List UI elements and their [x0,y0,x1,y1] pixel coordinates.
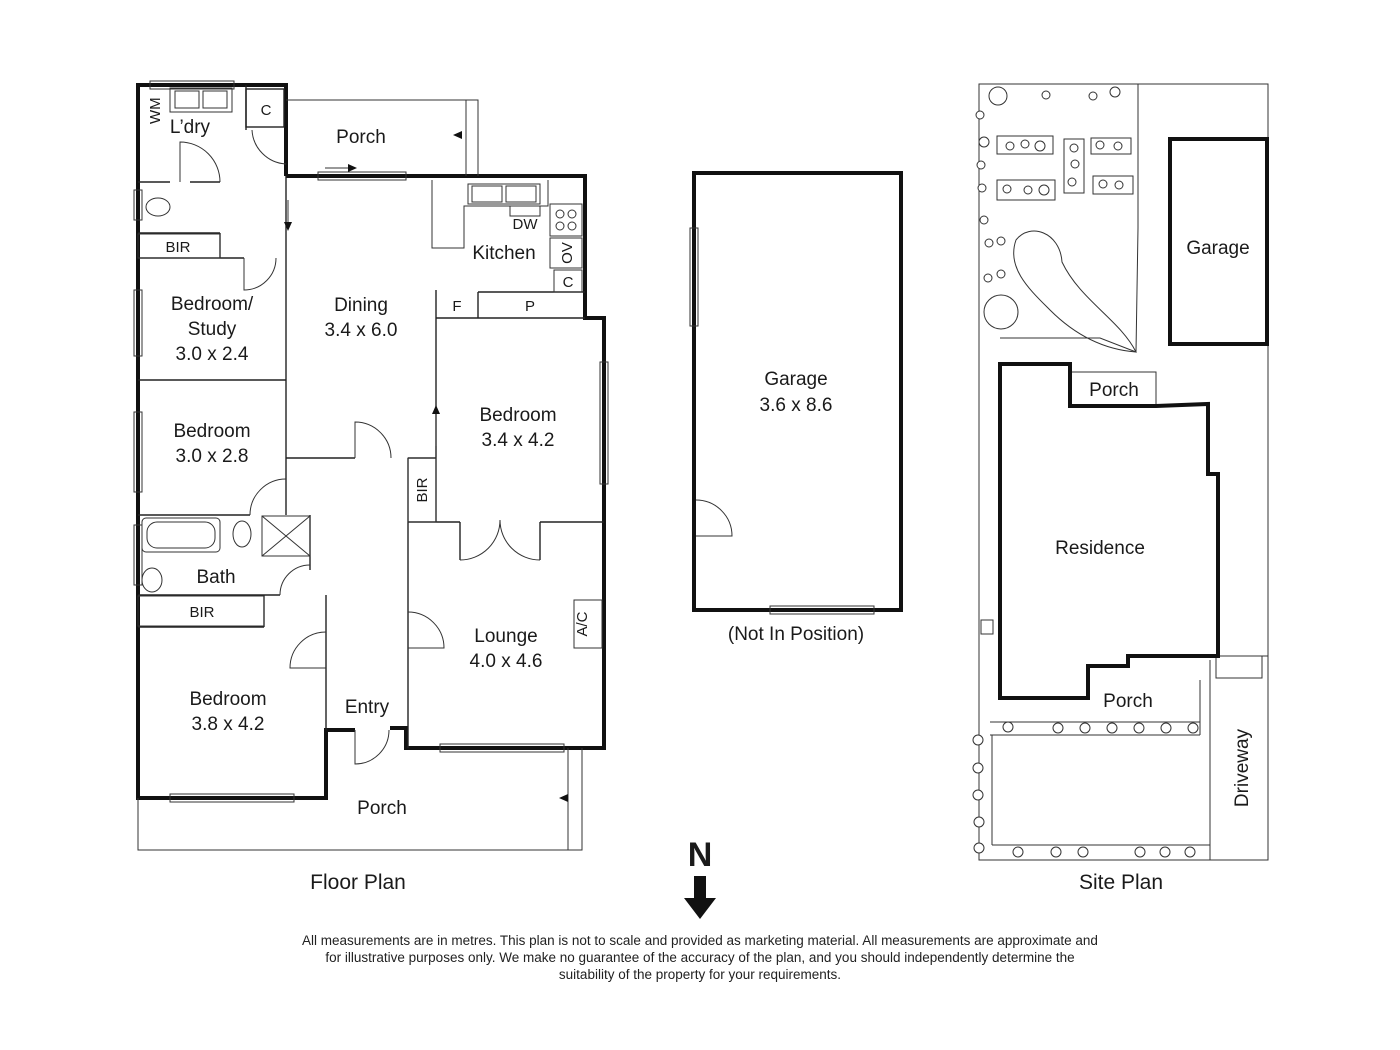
bedroom-2-name: Bedroom [173,421,250,442]
site-plan: Garage Porch Residence Porch Driveway Si… [972,83,1269,894]
bedroom-study-name-1: Bedroom/ [171,294,254,315]
lounge-name: Lounge [474,626,537,647]
bedroom-study-name-2: Study [188,319,237,340]
dw-label: DW [513,216,539,233]
north-arrow: N [684,836,716,919]
garden-beds [996,135,1134,201]
bedroom-3-dims: 3.4 x 4.2 [482,430,555,451]
dining-name: Dining [334,295,388,316]
site-porch-top-label: Porch [1089,380,1139,401]
fixtures [137,87,603,649]
bir-bath-label: BIR [189,604,214,621]
front-porch-label: Porch [357,798,407,819]
kitchen-cupboard-label: C [563,274,574,291]
bedroom-3-name: Bedroom [479,405,556,426]
garage-plan: Garage 3.6 x 8.6 (Not In Position) [689,171,903,645]
rear-porch-label: Porch [336,127,386,148]
garage-name: Garage [764,369,827,390]
porch-outlines [137,99,583,851]
laundry-label: L’dry [170,117,211,138]
bir-top-label: BIR [165,239,190,256]
main-bedroom-name: Bedroom [189,689,266,710]
entry-label: Entry [345,697,390,718]
garage-dims: 3.6 x 8.6 [760,395,833,416]
kitchen-label: Kitchen [472,243,535,264]
north-label: N [688,836,713,874]
bedroom-2-dims: 3.0 x 2.8 [176,446,249,467]
site-porch-bottom-label: Porch [1103,691,1153,712]
north-arrow-icon [684,876,716,919]
bedroom-study-dims: 3.0 x 2.4 [176,344,249,365]
entry-arrows [284,131,568,802]
bir-mid-label: BIR [414,477,431,502]
shrubs [972,86,1199,858]
floor-plan-caption: Floor Plan [310,871,406,894]
floor-plan: WM L’dry C Porch BIR Bedroom/ Study 3.0 … [133,80,609,894]
pantry-label: P [525,298,535,315]
dining-dims: 3.4 x 6.0 [325,320,398,341]
site-garage-label: Garage [1186,238,1249,259]
site-plan-caption: Site Plan [1079,871,1163,894]
windows [133,80,609,803]
fridge-label: F [452,298,461,315]
site-driveway-label: Driveway [1232,728,1253,807]
ac-label: A/C [574,611,591,636]
oven-label: OV [559,242,576,264]
site-residence-label: Residence [1055,538,1145,559]
laundry-cupboard-label: C [261,102,272,119]
garage-note: (Not In Position) [728,624,864,645]
lounge-dims: 4.0 x 4.6 [470,651,543,672]
wm-label: WM [147,97,164,124]
disclaimer-text: All measurements are in metres. This pla… [302,933,1098,982]
main-bedroom-dims: 3.8 x 4.2 [192,714,265,735]
bath-label: Bath [196,567,235,588]
floor-plan-labels: WM L’dry C Porch BIR Bedroom/ Study 3.0 … [147,97,591,894]
door-swings [179,129,541,765]
